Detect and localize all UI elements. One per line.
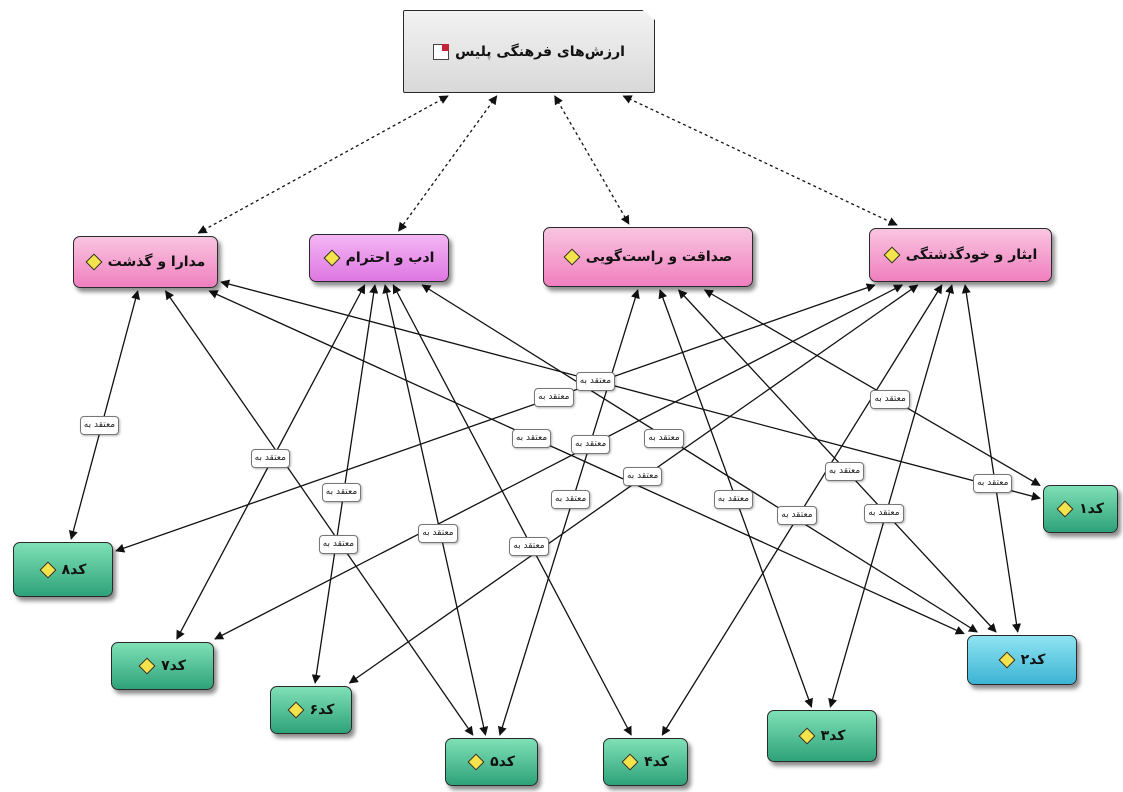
theme-node-adab[interactable]: ادب و احترام <box>309 234 449 282</box>
edge-t_adab-c2 <box>421 284 978 633</box>
code-node-4[interactable]: کد۴ <box>603 738 688 786</box>
code-label: کد۸ <box>61 561 87 578</box>
theme-label: صداقت و راست‌گویی <box>585 249 733 265</box>
edge-t_isar-c2 <box>961 284 1022 633</box>
code-icon <box>999 652 1015 668</box>
code-label: کد۱ <box>1079 501 1104 517</box>
theme-node-isar[interactable]: ایثار و خودگذشتگی <box>869 228 1052 282</box>
edge-label: معتقد به <box>509 537 549 556</box>
code-icon <box>40 562 56 578</box>
edge-t_isar-c3 <box>828 284 954 708</box>
code-label: کد۵ <box>490 754 515 770</box>
code-icon <box>884 247 900 263</box>
edge-t_isar-c8 <box>115 283 876 553</box>
code-icon <box>799 728 815 744</box>
edge-t_isar-c7 <box>214 284 904 640</box>
code-node-3[interactable]: کد۳ <box>767 710 877 762</box>
document-icon <box>433 43 450 60</box>
edge-label: معتقد به <box>321 482 362 502</box>
edge-root-t_adab <box>398 95 498 232</box>
edge-label: معتقد به <box>870 390 910 410</box>
code-node-5[interactable]: کد۵ <box>445 738 538 786</box>
edge-t_adab-c5 <box>382 284 489 736</box>
code-icon <box>324 250 340 266</box>
code-node-2[interactable]: کد۲ <box>967 635 1077 685</box>
theme-node-modara[interactable]: مدارا و گذشت <box>73 236 218 288</box>
edge-label: معتقد به <box>824 462 865 482</box>
code-icon <box>468 754 484 770</box>
edge-root-t_isar <box>622 95 898 226</box>
edge-label: معتقد به <box>622 467 663 487</box>
code-icon <box>1057 501 1073 517</box>
theme-label: ایثار و خودگذشتگی <box>905 247 1038 263</box>
code-icon <box>288 702 304 718</box>
code-node-8[interactable]: کد۸ <box>13 542 113 597</box>
edge-label: معتقد به <box>973 473 1013 493</box>
code-node-6[interactable]: کد۶ <box>270 686 352 734</box>
edge-label: معتقد به <box>550 490 591 510</box>
code-label: کد۳ <box>820 728 846 744</box>
code-icon <box>564 249 580 265</box>
edge-label: معتقد به <box>777 505 817 525</box>
edge-label: معتقد به <box>79 415 120 435</box>
edge-root-t_modara <box>197 95 449 234</box>
edge-label: معتقد به <box>511 429 552 449</box>
code-node-1[interactable]: کد۱ <box>1043 485 1118 533</box>
root-label: ارزش‌های فرهنگی پلیس <box>455 43 625 60</box>
edge-label: معتقد به <box>418 523 458 543</box>
edge-label: معتقد به <box>644 428 684 448</box>
theme-label: مدارا و گذشت <box>107 254 206 270</box>
code-label: کد۶ <box>309 702 335 718</box>
edge-label: معتقد به <box>713 489 754 509</box>
code-label: کد۴ <box>644 754 669 770</box>
code-icon <box>86 254 102 270</box>
code-node-7[interactable]: کد۷ <box>111 642 214 690</box>
edge-label: معتقد به <box>250 449 290 469</box>
edge-label: معتقد به <box>864 503 904 523</box>
edge-t_sedaqat-c5 <box>497 289 640 736</box>
theme-label: ادب و احترام <box>345 250 435 266</box>
edge-t_sedaqat-c1 <box>703 289 1041 486</box>
code-label: کد۷ <box>161 658 186 674</box>
edge-label: معتقد به <box>318 535 359 555</box>
code-label: کد۲ <box>1020 652 1046 668</box>
edge-label: معتقد به <box>575 372 616 392</box>
edge-label: معتقد به <box>570 435 611 455</box>
edge-root-t_sedaqat <box>554 95 630 225</box>
code-icon <box>622 754 638 770</box>
edge-label: معتقد به <box>534 387 574 407</box>
root-node[interactable]: ارزش‌های فرهنگی پلیس <box>403 10 655 93</box>
theme-node-sedaqat[interactable]: صداقت و راست‌گویی <box>543 227 753 287</box>
code-icon <box>139 658 155 674</box>
